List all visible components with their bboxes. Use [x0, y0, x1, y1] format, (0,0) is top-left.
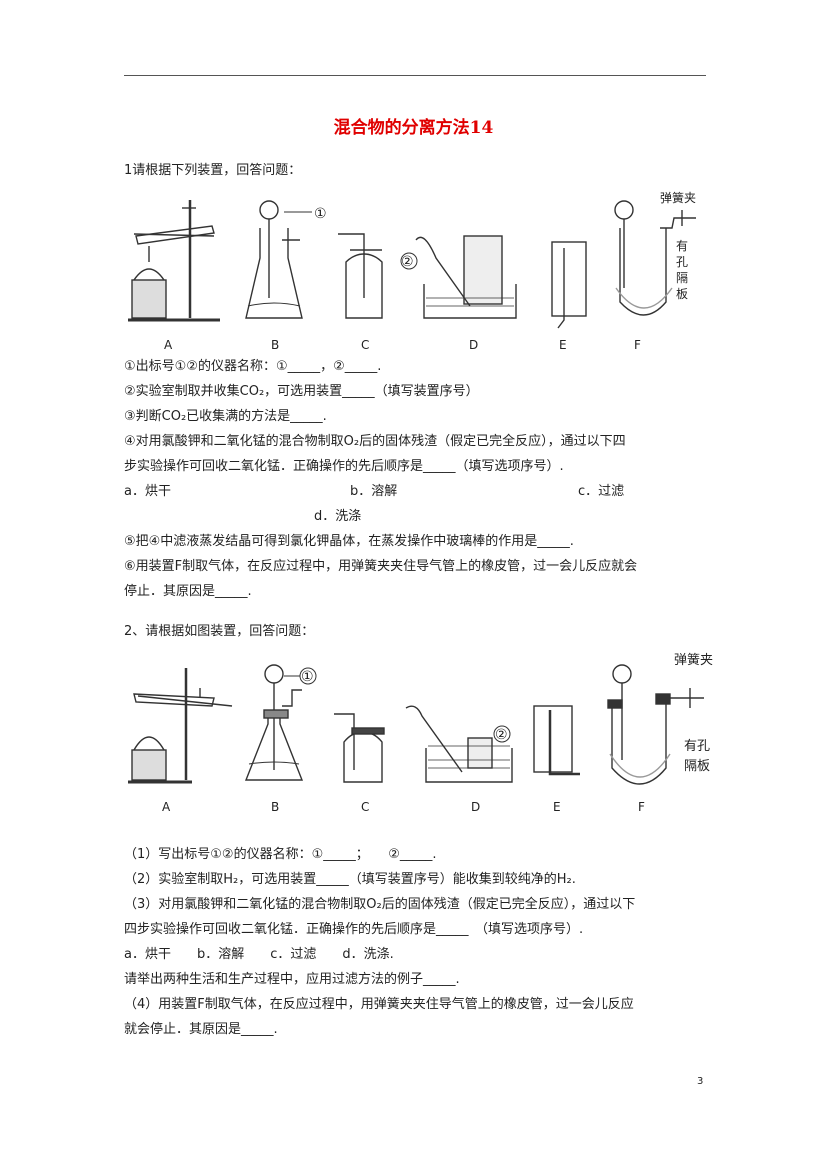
q2-label-A: A — [162, 800, 171, 814]
q1-callout-ge: 隔 — [676, 271, 688, 285]
q1-option-d: d．洗涤 — [314, 509, 362, 524]
q2-label-C: C — [361, 800, 369, 814]
q1-label-D: D — [469, 338, 478, 352]
q1-label-E: E — [559, 338, 567, 352]
q1-apparatus-figure: ① ② 弹簧夹 有 孔 隔 板 A B C D E F — [128, 190, 696, 352]
q2-callout-spring-clip: 弹簧夹 — [674, 652, 713, 668]
q1-option-a: a．烘干 — [124, 484, 171, 499]
q2-label-F: F — [638, 800, 645, 814]
q1-callout-you: 有 — [676, 239, 688, 253]
q1-intro: 1请根据下列装置，回答问题： — [124, 163, 302, 178]
q2-line-3: （3）对用氯酸钾和二氧化锰的混合物制取O₂后的固体残渣（假定已完全反应），通过以… — [124, 897, 636, 912]
q1-line-8: 停止．其原因是_____. — [124, 584, 252, 599]
q2-callout-youkong: 有孔 — [684, 739, 710, 754]
q1-line-2: ②实验室制取并收集CO₂，可选用装置_____（填写装置序号） — [124, 384, 479, 399]
q1-label-C: C — [361, 338, 369, 352]
q2-line-6: 请举出两种生活和生产过程中，应用过滤方法的例子_____. — [124, 972, 460, 987]
q2-label-D: D — [471, 800, 480, 814]
q1-mark-1: ① — [314, 206, 327, 222]
q2-callout-geban: 隔板 — [684, 759, 710, 774]
q1-label-A: A — [164, 338, 173, 352]
page-number: 3 — [697, 1076, 704, 1087]
q1-label-F: F — [634, 338, 641, 352]
q2-apparatus-figure: ① ② 弹簧夹 有孔 隔板 A B C D E F — [128, 652, 713, 814]
q1-mark-2: ② — [401, 254, 414, 270]
q2-intro: 2、请根据如图装置，回答问题： — [124, 624, 315, 639]
page-title: 混合物的分离方法14 — [333, 118, 494, 138]
q1-callout-kong: 孔 — [676, 255, 688, 269]
q1-option-b: b．溶解 — [350, 484, 398, 499]
q2-line-1: （1）写出标号①②的仪器名称：①_____； ②_____. — [124, 847, 437, 862]
q2-line-4: 四步实验操作可回收二氧化锰．正确操作的先后顺序是_____ （填写选项序号）. — [124, 922, 584, 937]
q1-line-4: ④对用氯酸钾和二氧化锰的混合物制取O₂后的固体残渣（假定已完全反应），通过以下四 — [124, 434, 626, 449]
q1-line-5: 步实验操作可回收二氧化锰．正确操作的先后顺序是_____（填写选项序号）. — [124, 459, 564, 474]
q1-line-3: ③判断CO₂已收集满的方法是_____. — [124, 409, 327, 424]
q2-line-2: （2）实验室制取H₂，可选用装置_____（填写装置序号）能收集到较纯净的H₂. — [124, 872, 576, 887]
header-rule — [124, 75, 706, 76]
q2-label-B: B — [271, 800, 279, 814]
q1-line-6: ⑤把④中滤液蒸发结晶可得到氯化钾晶体，在蒸发操作中玻璃棒的作用是_____. — [124, 534, 574, 549]
q1-option-c: c．过滤 — [578, 484, 625, 499]
q2-line-7: （4）用装置F制取气体，在反应过程中，用弹簧夹夹住导气管上的橡皮管，过一会儿反应 — [124, 997, 634, 1012]
q2-mark-1: ① — [301, 669, 314, 685]
q2-line-8: 就会停止．其原因是_____. — [124, 1022, 278, 1037]
q1-line-7: ⑥用装置F制取气体，在反应过程中，用弹簧夹夹住导气管上的橡皮管，过一会儿反应就会 — [124, 559, 638, 574]
q1-line-1: ①出标号①②的仪器名称：①_____，②_____. — [124, 359, 382, 374]
q2-line-5: a．烘干 b．溶解 c．过滤 d．洗涤. — [124, 947, 394, 962]
q1-callout-ban: 板 — [676, 287, 688, 301]
q2-label-E: E — [553, 800, 561, 814]
q1-callout-spring-clip: 弹簧夹 — [660, 190, 696, 205]
q2-mark-2: ② — [495, 727, 508, 743]
q1-label-B: B — [271, 338, 279, 352]
